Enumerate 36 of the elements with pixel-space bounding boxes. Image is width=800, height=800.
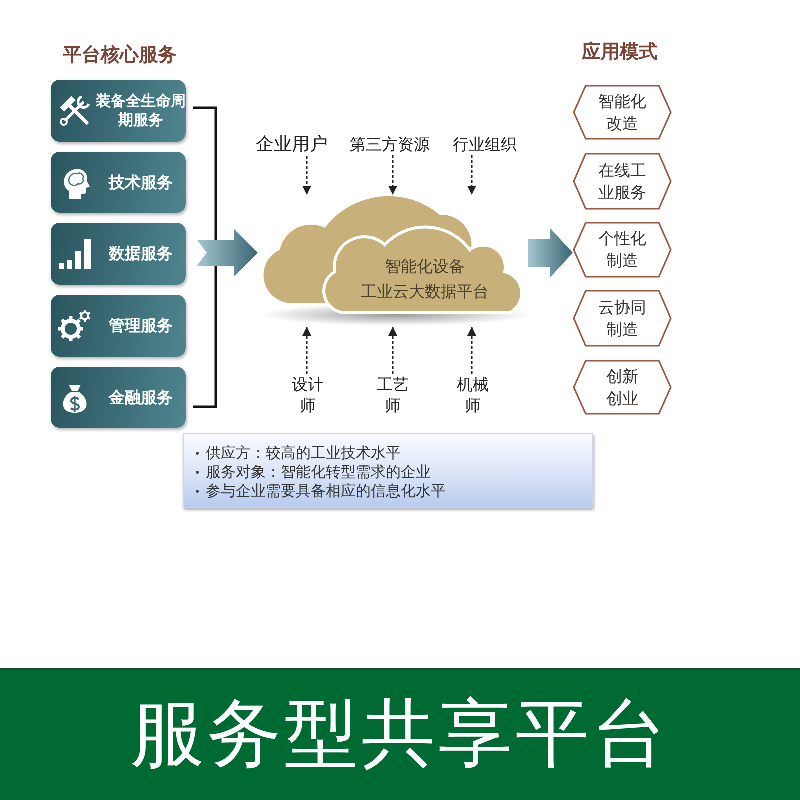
- dashed-arrow: [302, 156, 312, 195]
- dashed-arrow: [468, 155, 476, 195]
- service-label: 装备全生命周期服务: [95, 92, 187, 130]
- note-text: 参与企业需要具备相应的信息化水平: [206, 482, 446, 501]
- service-label: 技术服务: [108, 172, 174, 192]
- column-heading: 应用模式: [582, 40, 658, 64]
- service-label: 管理服务: [108, 316, 174, 336]
- note-box: [183, 433, 593, 508]
- dashed-arrow: [388, 327, 398, 374]
- hexagon-box: 个性化制造: [573, 222, 672, 278]
- text-label: 工艺师: [376, 374, 410, 416]
- title-banner: 服务型共享平台: [0, 668, 800, 800]
- service-box: [51, 295, 186, 357]
- dashed-arrow: [302, 327, 312, 374]
- dashed-arrow: [468, 327, 476, 374]
- block-arrow: [528, 228, 573, 278]
- text-label: 设计师: [291, 374, 325, 416]
- service-box: [51, 223, 186, 285]
- column-heading: 平台核心服务: [63, 43, 177, 67]
- service-box: [51, 152, 186, 213]
- note-text: 供应方：较高的工业技术水平: [206, 444, 401, 463]
- text-label: 企业用户: [256, 133, 328, 156]
- hexagon-box: 云协同制造: [573, 290, 672, 347]
- hexagon-box: 在线工业服务: [573, 153, 672, 210]
- dashed-arrow: [388, 155, 398, 195]
- text-label: 行业组织: [453, 134, 517, 155]
- block-arrow: [197, 229, 258, 277]
- note-text: 服务对象：智能化转型需求的企业: [206, 463, 431, 482]
- text-label: 第三方资源: [350, 134, 430, 155]
- service-box: [51, 367, 186, 428]
- service-label: 金融服务: [108, 388, 174, 408]
- service-label: 数据服务: [108, 244, 174, 264]
- service-box: [51, 80, 186, 142]
- hexagon-box: 创新创业: [573, 360, 672, 415]
- hexagon-box: 智能化改造: [573, 85, 672, 140]
- text-label: 机械师: [456, 374, 490, 416]
